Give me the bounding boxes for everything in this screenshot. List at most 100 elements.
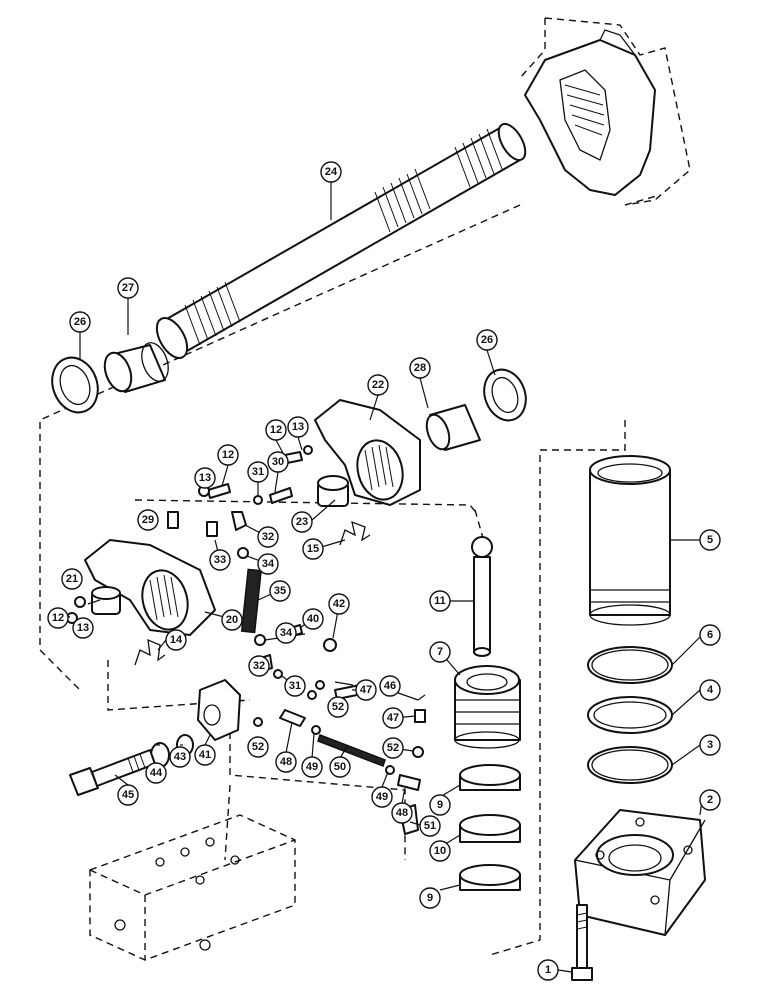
callout-12-lower: 12 xyxy=(47,607,69,629)
callout-31-lower: 31 xyxy=(284,675,306,697)
callout-label: 27 xyxy=(122,282,134,294)
callout-label: 22 xyxy=(372,379,384,391)
bracket-41 xyxy=(197,679,241,741)
callout-label: 6 xyxy=(707,629,713,641)
shaft-splines-left xyxy=(184,281,241,346)
callout-label: 29 xyxy=(142,514,154,526)
callout-label: 23 xyxy=(296,516,308,528)
callout-33: 33 xyxy=(209,549,231,571)
callout-label: 32 xyxy=(253,660,265,672)
callout-label: 7 xyxy=(437,646,443,658)
ring-9-lower xyxy=(459,864,521,891)
callout-23: 23 xyxy=(291,511,313,533)
shaft-splines-right xyxy=(454,128,503,188)
callout-label: 40 xyxy=(307,613,319,625)
callout-label: 47 xyxy=(387,712,399,724)
callout-label: 34 xyxy=(262,558,275,570)
callout-label: 52 xyxy=(332,701,344,713)
callout-label: 30 xyxy=(272,456,284,468)
callout-4: 4 xyxy=(699,679,721,701)
cap-23 xyxy=(317,475,349,507)
callout-34-upper: 34 xyxy=(257,553,279,575)
callout-label: 9 xyxy=(437,799,443,811)
callout-label: 34 xyxy=(280,627,293,639)
callout-label: 35 xyxy=(274,585,286,597)
callout-31-upper: 31 xyxy=(247,461,269,483)
callout-label: 10 xyxy=(434,845,446,857)
callout-13-lower: 13 xyxy=(72,617,94,639)
callout-41: 41 xyxy=(194,744,216,766)
o-ring-3 xyxy=(587,746,673,784)
callout-label: 5 xyxy=(707,534,713,546)
callout-label: 42 xyxy=(333,598,345,610)
callout-42: 42 xyxy=(328,593,350,615)
callout-label: 26 xyxy=(74,316,86,328)
callout-51: 51 xyxy=(419,815,441,837)
callout-7: 7 xyxy=(429,641,451,663)
callout-label: 31 xyxy=(289,680,301,692)
cylinder-sleeve-5 xyxy=(589,455,671,626)
callout-label: 49 xyxy=(376,791,388,803)
callout-label: 1 xyxy=(545,964,551,976)
callout-label: 15 xyxy=(307,543,319,555)
callout-40: 40 xyxy=(302,608,324,630)
callout-21: 21 xyxy=(61,568,83,590)
callout-label: 11 xyxy=(434,595,446,607)
spring-clip-15 xyxy=(339,520,371,546)
callout-22: 22 xyxy=(367,374,389,396)
callout-label: 3 xyxy=(707,739,713,751)
o-ring-6 xyxy=(587,646,673,684)
callout-27: 27 xyxy=(117,277,139,299)
callout-label: 28 xyxy=(414,362,426,374)
callout-11: 11 xyxy=(429,590,451,612)
callout-label: 9 xyxy=(427,892,433,904)
small-hardware xyxy=(66,445,426,835)
callout-label: 33 xyxy=(214,554,226,566)
callout-9-upper: 9 xyxy=(429,794,451,816)
callout-label: 14 xyxy=(170,634,183,646)
callout-14: 14 xyxy=(165,629,187,651)
callout-label: 32 xyxy=(262,531,274,543)
callout-label: 13 xyxy=(77,622,89,634)
callout-28: 28 xyxy=(409,357,431,379)
callout-49-right: 49 xyxy=(371,786,393,808)
callout-13-upper: 13 xyxy=(287,416,309,438)
spring-clip-14 xyxy=(134,638,166,666)
backup-ring-4 xyxy=(587,696,673,734)
callout-label: 24 xyxy=(325,166,338,178)
callout-12-upper: 12 xyxy=(265,419,287,441)
callout-label: 12 xyxy=(270,424,282,436)
callout-label: 45 xyxy=(122,789,134,801)
callout-15: 15 xyxy=(302,538,324,560)
piston-rod-11 xyxy=(471,536,493,657)
callout-12-middle: 12 xyxy=(217,444,239,466)
bushing-28 xyxy=(425,404,481,451)
callout-50: 50 xyxy=(329,756,351,778)
cap-21 xyxy=(91,586,121,615)
callout-26-right: 26 xyxy=(476,329,498,351)
callout-label: 4 xyxy=(707,684,714,696)
callout-29: 29 xyxy=(137,509,159,531)
callout-label: 48 xyxy=(280,756,292,768)
callout-label: 47 xyxy=(360,684,372,696)
callout-label: 51 xyxy=(424,820,436,832)
callout-49-left: 49 xyxy=(301,756,323,778)
ring-9-upper xyxy=(459,764,521,791)
callout-46: 46 xyxy=(379,675,401,697)
callout-48-right: 48 xyxy=(391,802,413,824)
callout-26-left: 26 xyxy=(69,311,91,333)
callout-34-lower: 34 xyxy=(275,622,297,644)
shaft-splines-middle xyxy=(374,168,431,233)
callout-label: 12 xyxy=(222,449,234,461)
callout-label: 26 xyxy=(481,334,493,346)
callout-label: 12 xyxy=(52,612,64,624)
callout-35: 35 xyxy=(269,580,291,602)
callout-label: 50 xyxy=(334,761,346,773)
callout-label: 2 xyxy=(707,794,713,806)
callout-9-lower: 9 xyxy=(419,887,441,909)
callout-10: 10 xyxy=(429,840,451,862)
callout-label: 46 xyxy=(384,680,396,692)
valve-block xyxy=(89,814,296,961)
callout-label: 43 xyxy=(174,751,186,763)
